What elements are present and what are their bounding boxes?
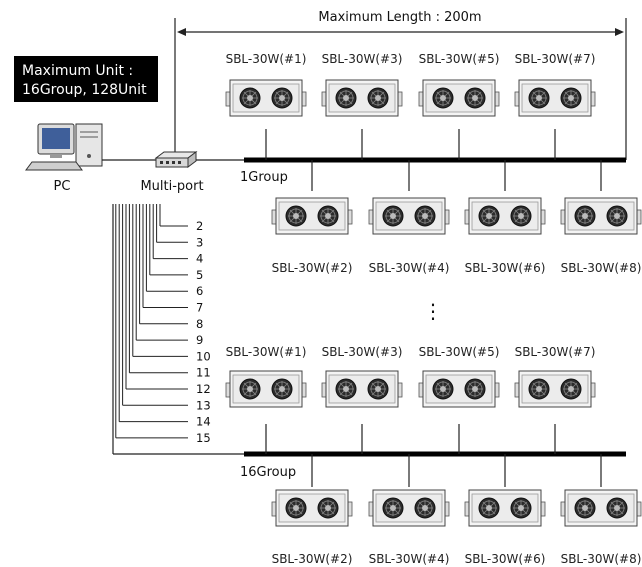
port-label: 4	[196, 252, 203, 266]
sbl-30w-light-icon	[321, 79, 403, 117]
sbl-30w-light-icon	[321, 370, 403, 408]
sbl-30w-light-icon	[271, 197, 353, 235]
max-length-label: Maximum Length : 200m	[318, 10, 481, 25]
port-label: 11	[196, 366, 211, 380]
sbl-30w-light-icon	[418, 79, 500, 117]
port-label: 3	[196, 235, 203, 249]
port-label: 14	[196, 415, 211, 429]
sbl-30w-light-icon	[418, 370, 500, 408]
unit-label: SBL-30W(#2)	[272, 552, 353, 566]
sbl-30w-light-icon	[464, 197, 546, 235]
port-label: 12	[196, 382, 211, 396]
port-label: 7	[196, 301, 203, 315]
multiport-label: Multi-port	[140, 179, 203, 194]
sbl-30w-light-icon	[560, 489, 642, 527]
unit-label: SBL-30W(#1)	[226, 345, 307, 359]
groups: 1GroupSBL-30W(#1)SBL-30W(#3)SBL-30W(#5)S…	[226, 52, 642, 566]
group-name: 1Group	[240, 170, 288, 185]
group-1: 1Group SBL-30W(#1) SBL-30W(#3) SBL-30W(#5) S…	[226, 52, 642, 275]
sbl-30w-light-icon	[225, 79, 307, 117]
unit-label: SBL-30W(#6)	[465, 552, 546, 566]
port-label: 13	[196, 398, 211, 412]
unit-label: SBL-30W(#4)	[369, 552, 450, 566]
unit-label: SBL-30W(#6)	[465, 261, 546, 275]
sbl-30w-light-icon	[271, 489, 353, 527]
max-unit-line2: 16Group, 128Unit	[22, 82, 147, 98]
unit-label: SBL-30W(#3)	[322, 52, 403, 66]
sbl-30w-light-icon	[368, 197, 450, 235]
unit-label: SBL-30W(#2)	[272, 261, 353, 275]
sbl-30w-light-icon	[464, 489, 546, 527]
multiport-icon	[154, 151, 198, 168]
max-unit-line1: Maximum Unit :	[22, 63, 133, 79]
port-lines: 2 3 4 5 6 7 8 9 10 11 12 13 14 15	[115, 204, 211, 445]
unit-label: SBL-30W(#8)	[561, 552, 642, 566]
group-bus-line	[244, 451, 626, 457]
unit-label: SBL-30W(#5)	[419, 52, 500, 66]
port-label: 15	[196, 431, 211, 445]
unit-label: SBL-30W(#7)	[515, 345, 596, 359]
max-length-indicator: Maximum Length : 200m	[174, 8, 627, 160]
port-label: 10	[196, 349, 211, 363]
unit-label: SBL-30W(#1)	[226, 52, 307, 66]
unit-label: SBL-30W(#8)	[561, 261, 642, 275]
pc-label: PC	[54, 179, 71, 194]
unit-label: SBL-30W(#5)	[419, 345, 500, 359]
sbl-30w-light-icon	[560, 197, 642, 235]
group-name: 16Group	[240, 465, 296, 480]
group-bus-line	[244, 157, 626, 163]
port-label: 6	[196, 284, 203, 298]
max-unit-badge: Maximum Unit : 16Group, 128Unit	[14, 56, 158, 102]
sbl-30w-light-icon	[225, 370, 307, 408]
group-ellipsis: ⋮	[423, 299, 443, 323]
unit-label: SBL-30W(#4)	[369, 261, 450, 275]
sbl-30w-light-icon	[514, 370, 596, 408]
group-2: 16Group SBL-30W(#1) SBL-30W(#3) SBL-30W(#5)…	[226, 345, 642, 566]
unit-label: SBL-30W(#3)	[322, 345, 403, 359]
sbl-30w-light-icon	[368, 489, 450, 527]
pc-icon	[25, 123, 103, 171]
port-label: 8	[196, 317, 203, 331]
port-label: 2	[196, 219, 203, 233]
port-label: 5	[196, 268, 203, 282]
port-label: 9	[196, 333, 203, 347]
sbl-30w-light-icon	[514, 79, 596, 117]
unit-label: SBL-30W(#7)	[515, 52, 596, 66]
